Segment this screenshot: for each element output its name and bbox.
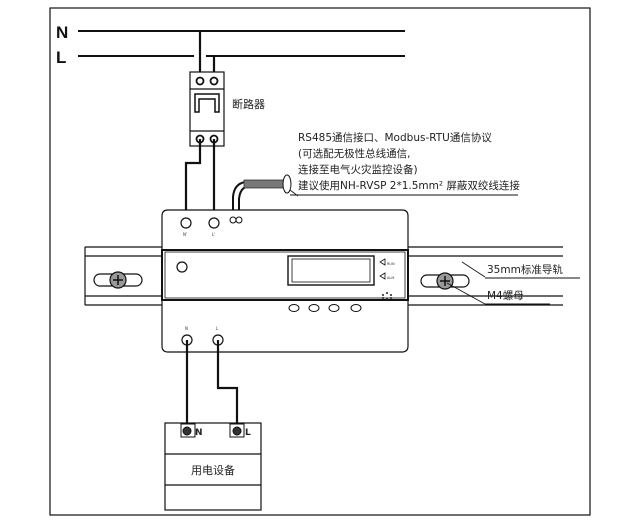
svg-text:连接至电气火灾监控设备): 连接至电气火灾监控设备) — [298, 163, 418, 176]
meter: RUN ALM — [161, 209, 409, 353]
terminal-label: L' — [212, 232, 215, 237]
terminal-label: N — [185, 326, 188, 331]
nut-label: M4螺母 — [487, 290, 524, 302]
rs485-note: RS485通信接口、Modbus-RTU通信协议 (可选配无极性总线通信, 连接… — [298, 131, 520, 192]
meter-key[interactable] — [288, 304, 300, 312]
breaker — [189, 71, 225, 147]
buzzer-icon — [382, 292, 392, 300]
breaker-label: 断路器 — [232, 97, 265, 111]
load-label: 用电设备 — [191, 463, 235, 477]
load-device — [164, 422, 262, 511]
screw-left — [93, 271, 143, 289]
meter-key[interactable] — [350, 304, 362, 312]
wire-l-out — [216, 340, 239, 430]
load-l-label: L — [245, 428, 251, 438]
rs485-cable — [232, 174, 299, 216]
leader-line — [446, 282, 486, 305]
wire-n-in — [184, 139, 202, 218]
frame — [49, 7, 591, 516]
meter-key[interactable] — [328, 304, 340, 312]
led-icon — [379, 272, 386, 280]
svg-text:建议使用NH-RVSP 2*1.5mm² 屏蔽双绞线连接: 建议使用NH-RVSP 2*1.5mm² 屏蔽双绞线连接 — [298, 179, 520, 192]
screw-right — [420, 272, 470, 290]
meter-button[interactable] — [176, 261, 188, 273]
svg-text:RUN: RUN — [387, 262, 395, 266]
bus-l-label: L — [56, 48, 66, 67]
bus-n-label: N — [56, 23, 68, 42]
terminal-label: N' — [183, 232, 187, 237]
terminal-label: L — [216, 326, 219, 331]
rail-label: 35mm标准导轨 — [487, 263, 563, 276]
svg-text:(可选配无极性总线通信,: (可选配无极性总线通信, — [298, 147, 410, 160]
svg-text:RS485通信接口、Modbus-RTU通信协议: RS485通信接口、Modbus-RTU通信协议 — [298, 131, 492, 144]
meter-key[interactable] — [308, 304, 320, 312]
svg-text:ALM: ALM — [387, 276, 394, 280]
load-n-label: N — [195, 428, 203, 438]
leader-line — [461, 261, 486, 278]
led-icon — [379, 258, 386, 266]
